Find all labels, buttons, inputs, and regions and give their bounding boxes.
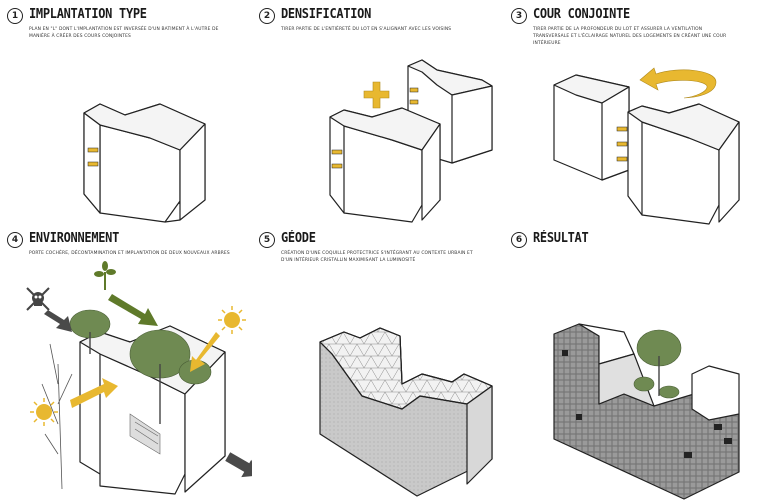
step-description: CRÉATION D'UNE COQUILLE PROTECTRICE S'IN… (281, 251, 473, 264)
step-title: ENVIRONNEMENT (29, 231, 120, 246)
step-title: COUR CONJOINTE (533, 7, 630, 22)
step-2-panel: 2 DENSIFICATION TIRER PARTIE DE L'ENTIÈR… (252, 0, 504, 252)
step-title: RÉSULTAT (533, 231, 589, 246)
step-3-panel: 3 COUR CONJOINTE TIRER PARTIE DE LA PROF… (504, 0, 756, 252)
l-shaped-building-drawing (83, 103, 206, 223)
densification-drawing (329, 59, 493, 223)
wind-arrow-icon (44, 310, 72, 332)
step-4-panel: 4 ENVIRONNEMENT PORTE COCHÈRE, DÉCONTAMI… (0, 224, 252, 495)
step-1-panel: 1 IMPLANTATION TYPE PLAN EN "L" DONT L'I… (0, 0, 252, 252)
circular-arrow-icon (639, 67, 717, 99)
step-number: 2 (259, 8, 275, 24)
courtyard-drawing (553, 67, 740, 225)
sprout-icon (94, 261, 116, 290)
step-description: PLAN EN "L" DONT L'IMPLANTATION EST INVE… (29, 27, 219, 40)
step-number: 5 (259, 232, 275, 248)
wind-arrow-icon (225, 452, 252, 478)
sun-icon (30, 398, 58, 426)
step-title: DENSIFICATION (281, 7, 372, 22)
skull-icon (26, 287, 50, 311)
environment-drawing (26, 261, 252, 495)
step-number: 6 (511, 232, 527, 248)
geode-drawing (319, 327, 493, 497)
step-number: 3 (511, 8, 527, 24)
step-title: GÉODE (281, 231, 316, 246)
step-5-panel: 5 GÉODE CRÉATION D'UNE COQUILLE PROTECTR… (252, 224, 504, 497)
plus-icon (363, 81, 390, 109)
result-drawing (553, 323, 740, 500)
step-6-panel: 6 RÉSULTAT (504, 224, 756, 500)
step-description: TIRER PARTIE DE L'ENTIÈRETÉ DU LOT EN S'… (281, 27, 452, 32)
step-description: TIRER PARTIE DE LA PROFONDEUR DU LOT ET … (533, 27, 727, 47)
step-number: 1 (7, 8, 23, 24)
sun-icon (218, 306, 246, 334)
step-number: 4 (7, 232, 23, 248)
step-title: IMPLANTATION TYPE (29, 7, 147, 22)
step-description: PORTE COCHÈRE, DÉCONTAMINATION ET IMPLAN… (29, 251, 230, 256)
